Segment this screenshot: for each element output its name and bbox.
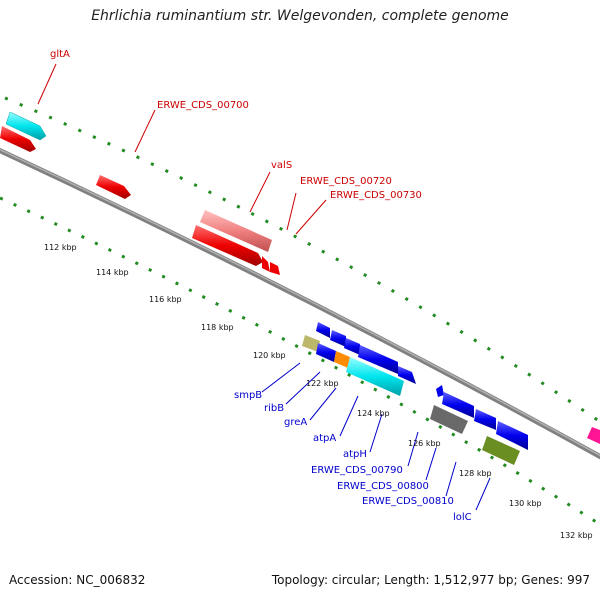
gene-cluster-atp[interactable] — [316, 322, 416, 384]
tick-label-132: 132 kbp — [560, 531, 593, 540]
label-smpB: smpB — [234, 390, 262, 401]
label-gltA: gltA — [50, 49, 70, 60]
tick-label-126: 126 kbp — [408, 439, 441, 448]
inner-tick-track — [0, 196, 600, 527]
gene-smpB[interactable] — [302, 335, 320, 352]
tick-label-124: 124 kbp — [357, 409, 390, 418]
gene-gltA[interactable] — [5, 111, 47, 141]
tick-label-112: 112 kbp — [44, 243, 77, 252]
label-erwe-cds-00720: ERWE_CDS_00720 — [300, 176, 392, 187]
tick-label-116: 116 kbp — [149, 295, 182, 304]
label-atpA: atpA — [313, 433, 336, 444]
gene-erwe-cds-00720[interactable] — [192, 225, 263, 266]
outer-tick-track — [4, 96, 600, 424]
label-erwe-cds-00730: ERWE_CDS_00730 — [330, 190, 422, 201]
tick-label-118: 118 kbp — [201, 323, 234, 332]
gene-atpA[interactable] — [346, 357, 404, 396]
label-lolC: lolC — [453, 512, 472, 523]
gene-erwe-cds-00790[interactable] — [436, 385, 528, 450]
tick-label-130: 130 kbp — [509, 499, 542, 508]
gene-ribB[interactable] — [316, 343, 336, 362]
gene-lolC[interactable] — [482, 436, 520, 465]
accession-text: Accession: NC_006832 — [9, 573, 146, 587]
topology-text: Topology: circular; Length: 1,512,977 bp… — [271, 573, 590, 587]
gene-gltA-red[interactable] — [0, 126, 36, 152]
tick-label-120: 120 kbp — [253, 351, 286, 360]
gene-erwe-cds-00700[interactable] — [96, 175, 131, 199]
tick-label-122: 122 kbp — [306, 379, 339, 388]
label-valS: valS — [271, 160, 292, 171]
label-atpH: atpH — [343, 449, 367, 460]
label-erwe-cds-00700: ERWE_CDS_00700 — [157, 100, 249, 111]
tick-label-114: 114 kbp — [96, 268, 129, 277]
gene-edge-magenta[interactable] — [587, 427, 600, 444]
label-erwe-cds-00790: ERWE_CDS_00790 — [311, 465, 403, 476]
map-title: Ehrlichia ruminantium str. Welgevonden, … — [91, 8, 509, 24]
gene-valS[interactable] — [200, 210, 272, 252]
label-erwe-cds-00800: ERWE_CDS_00800 — [337, 481, 429, 492]
genome-backbone — [0, 147, 600, 460]
label-ribB: ribB — [264, 403, 284, 414]
gene-erwe-cds-00800[interactable] — [430, 405, 468, 434]
tick-label-128: 128 kbp — [459, 469, 492, 478]
gene-erwe-cds-00730[interactable] — [262, 256, 280, 275]
label-greA: greA — [284, 417, 307, 428]
label-erwe-cds-00810: ERWE_CDS_00810 — [362, 496, 454, 507]
gene-greA[interactable] — [334, 351, 350, 368]
